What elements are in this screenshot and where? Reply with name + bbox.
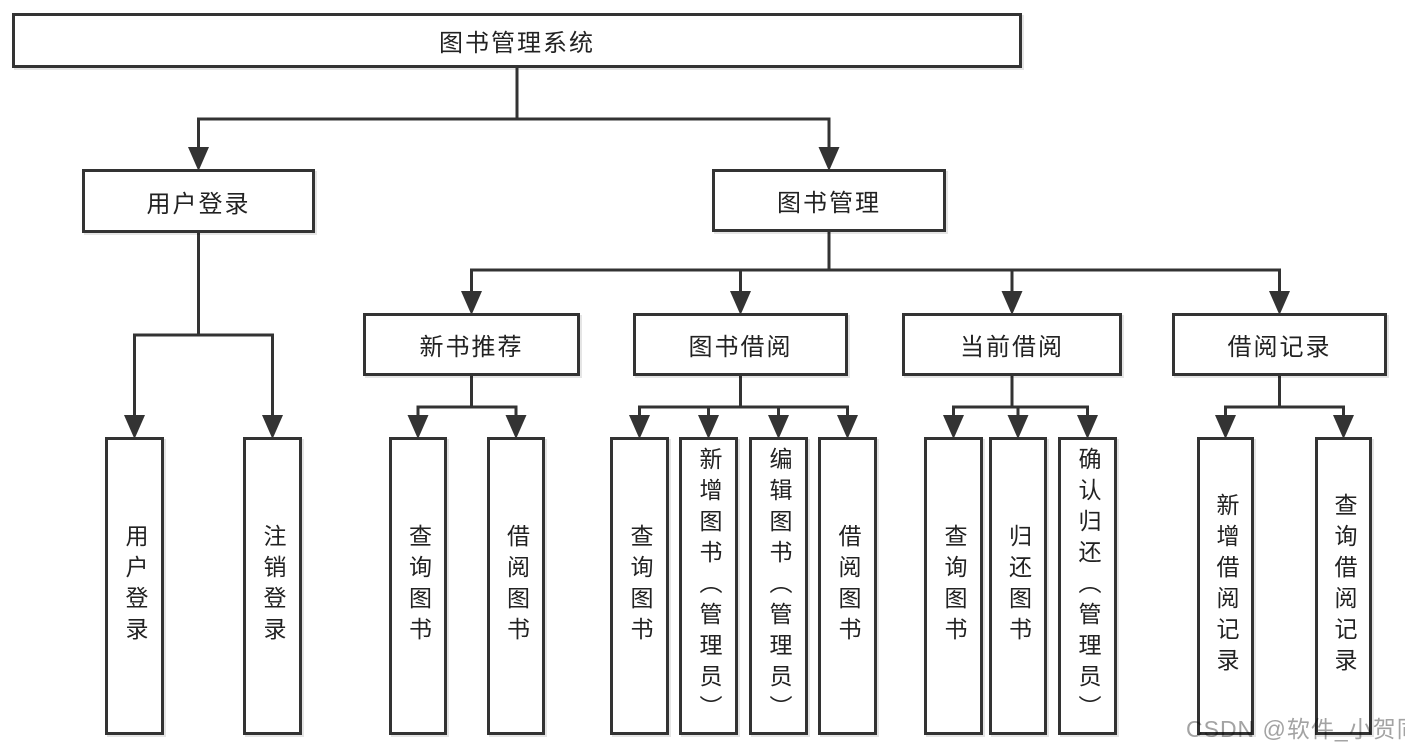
node-label: 新书推荐 xyxy=(419,334,524,361)
node-label: 查询图书 xyxy=(941,524,967,648)
node-c3: 编辑图书（管理员） xyxy=(749,437,808,735)
node-label: 图书管理 xyxy=(777,190,881,217)
node-label: 新增图书（管理员） xyxy=(696,446,722,726)
node-label: 确认归还（管理员） xyxy=(1075,446,1101,726)
node-c1: 查询图书 xyxy=(610,437,669,735)
node-label: 当前借阅 xyxy=(960,334,1064,361)
node-label: 图书管理系统 xyxy=(439,30,595,57)
node-e1: 新增借阅记录 xyxy=(1197,437,1254,735)
node-label: 归还图书 xyxy=(1005,524,1032,648)
node-label: 编辑图书（管理员） xyxy=(766,446,792,726)
node-borrow: 图书借阅 xyxy=(633,313,848,376)
node-a2: 注销登录 xyxy=(243,437,302,735)
node-b2: 借阅图书 xyxy=(487,437,545,735)
node-root: 图书管理系统 xyxy=(12,13,1022,68)
node-label: 用户登录 xyxy=(122,524,148,648)
node-label: 查询图书 xyxy=(405,524,432,648)
node-e2: 查询借阅记录 xyxy=(1315,437,1372,735)
node-d1: 查询图书 xyxy=(924,437,983,735)
watermark: CSDN @软件_小贺同学 xyxy=(1186,716,1405,742)
node-label: 图书借阅 xyxy=(688,334,793,361)
node-c2: 新增图书（管理员） xyxy=(679,437,738,735)
node-login: 用户登录 xyxy=(82,169,315,233)
node-c4: 借阅图书 xyxy=(818,437,877,735)
node-book: 图书管理 xyxy=(712,169,946,232)
node-label: 借阅图书 xyxy=(835,524,861,648)
node-newbook: 新书推荐 xyxy=(363,313,580,376)
node-record: 借阅记录 xyxy=(1172,313,1387,376)
node-d2: 归还图书 xyxy=(989,437,1047,735)
node-b1: 查询图书 xyxy=(389,437,447,735)
node-label: 查询借阅记录 xyxy=(1331,493,1357,679)
node-current: 当前借阅 xyxy=(902,313,1122,376)
node-label: 新增借阅记录 xyxy=(1213,493,1239,679)
node-a1: 用户登录 xyxy=(105,437,164,735)
node-label: 用户登录 xyxy=(146,190,251,218)
node-label: 借阅记录 xyxy=(1227,334,1332,361)
node-label: 借阅图书 xyxy=(503,524,530,648)
node-label: 注销登录 xyxy=(260,524,286,648)
node-label: 查询图书 xyxy=(627,524,653,648)
node-d3: 确认归还（管理员） xyxy=(1058,437,1117,735)
